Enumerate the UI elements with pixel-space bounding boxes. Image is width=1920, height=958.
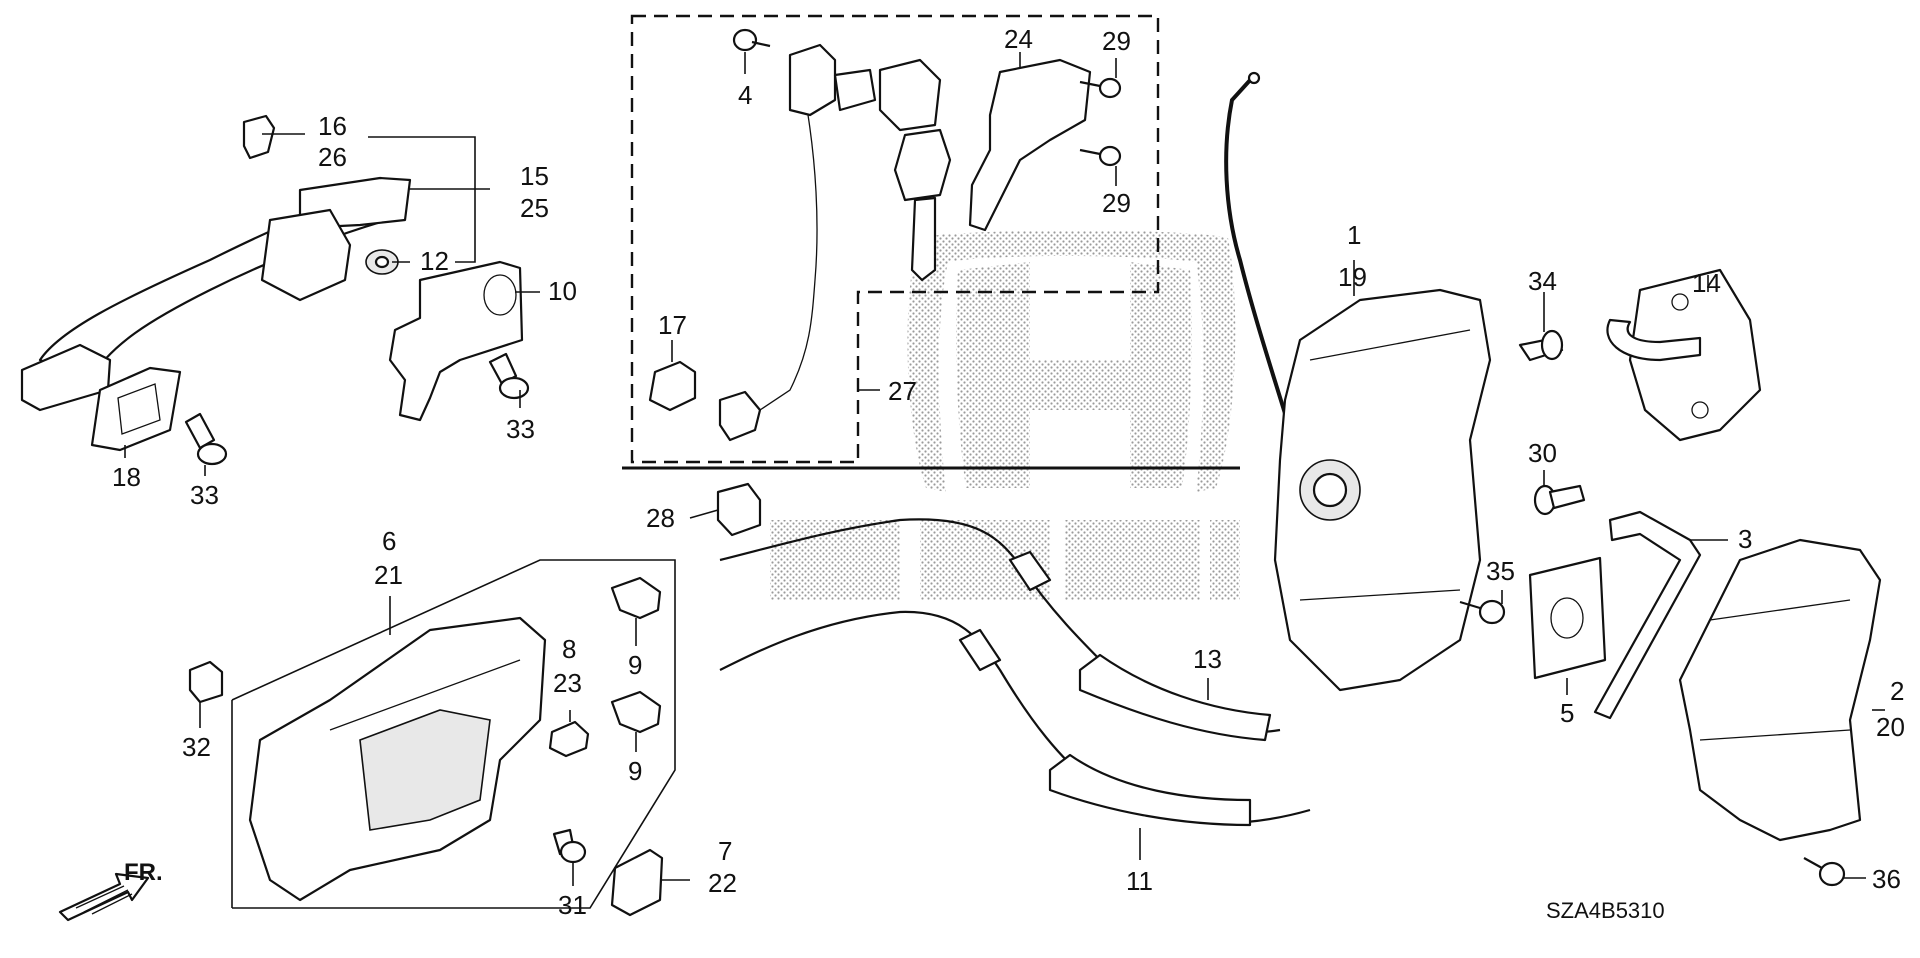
callout-3: 3 — [1738, 524, 1752, 554]
shim-5 — [1528, 556, 1607, 680]
striker-14 — [1606, 268, 1762, 442]
cylinder-bracket-24 — [968, 58, 1092, 232]
front-direction-arrow: FR. — [58, 859, 163, 922]
callout-22: 22 — [708, 868, 737, 898]
callout-2: 2 — [1890, 676, 1904, 706]
callout-6: 6 — [382, 526, 396, 556]
callout-7: 7 — [718, 836, 732, 866]
bracket-10 — [388, 260, 524, 422]
callout-25: 25 — [520, 193, 549, 223]
callout-31: 31 — [558, 890, 587, 920]
bolt-36 — [1803, 857, 1846, 887]
callout-13: 13 — [1193, 644, 1222, 674]
callout-17: 17 — [658, 310, 687, 340]
callout-34: 34 — [1528, 266, 1557, 296]
clip-9-top — [610, 576, 662, 620]
door-lock-actuator — [1273, 288, 1492, 692]
callout-10: 10 — [548, 276, 577, 306]
bolt-29-bottom — [1079, 145, 1122, 167]
gasket-18 — [90, 366, 182, 452]
callout-16: 16 — [318, 111, 347, 141]
callout-35: 35 — [1486, 556, 1515, 586]
callout-labels: 16 26 15 25 12 10 18 33 33 4 24 29 29 17… — [112, 24, 1905, 920]
clip-16-26 — [242, 114, 276, 160]
callout-21: 21 — [374, 560, 403, 590]
front-marker-label: FR. — [124, 859, 163, 886]
cable-28-clip — [716, 482, 762, 537]
callout-4: 4 — [738, 80, 752, 110]
honda-watermark — [770, 230, 1240, 600]
callout-9-bottom: 9 — [628, 756, 642, 786]
callout-11: 11 — [1126, 866, 1153, 896]
callout-24: 24 — [1004, 24, 1033, 54]
clip-9-bottom — [610, 690, 662, 734]
catalog-code: SZA4B5310 — [1546, 898, 1665, 923]
clip-17 — [648, 360, 697, 412]
bolt-29-top — [1079, 77, 1122, 99]
key-cylinder — [718, 43, 877, 442]
callout-33-right: 33 — [506, 414, 535, 444]
inside-handle-frame — [231, 559, 676, 909]
bolt-4 — [732, 28, 771, 52]
key — [878, 58, 952, 282]
wrench-3 — [1593, 510, 1702, 720]
callout-33-left: 33 — [190, 480, 219, 510]
callout-23: 23 — [553, 668, 582, 698]
leader-lines — [124, 52, 1885, 886]
cap-7-22 — [610, 848, 664, 917]
callout-29-top: 29 — [1102, 26, 1131, 56]
callout-15: 15 — [520, 161, 549, 191]
callout-14: 14 — [1692, 268, 1721, 298]
clip-32 — [188, 660, 224, 704]
callout-12: 12 — [420, 246, 449, 276]
bolt-35 — [1459, 599, 1506, 625]
cover-2-20 — [1678, 538, 1882, 842]
callout-18: 18 — [112, 462, 141, 492]
washer-12 — [365, 249, 399, 275]
callout-26: 26 — [318, 142, 347, 172]
screw-31 — [552, 828, 587, 864]
bolt-33-right — [488, 352, 530, 400]
callout-8: 8 — [562, 634, 576, 664]
screw-30 — [1533, 484, 1586, 516]
callout-5: 5 — [1560, 698, 1574, 728]
callout-1: 1 — [1347, 220, 1361, 250]
callout-32: 32 — [182, 732, 211, 762]
outside-handle — [20, 176, 412, 412]
inside-handle — [248, 616, 547, 902]
callout-9-top: 9 — [628, 650, 642, 680]
cable-13 — [719, 518, 1281, 742]
screw-34 — [1518, 329, 1564, 362]
cable-11 — [719, 610, 1311, 827]
callout-19: 19 — [1338, 262, 1367, 292]
key-cylinder-group-box — [622, 14, 1240, 470]
callout-20: 20 — [1876, 712, 1905, 742]
callout-30: 30 — [1528, 438, 1557, 468]
bolt-33-left — [184, 412, 228, 466]
callout-29-bottom: 29 — [1102, 188, 1131, 218]
lock-rod — [1224, 71, 1292, 431]
callout-27: 27 — [888, 376, 917, 406]
callout-28: 28 — [646, 503, 675, 533]
clip-8-23 — [548, 720, 590, 758]
callout-36: 36 — [1872, 864, 1901, 894]
